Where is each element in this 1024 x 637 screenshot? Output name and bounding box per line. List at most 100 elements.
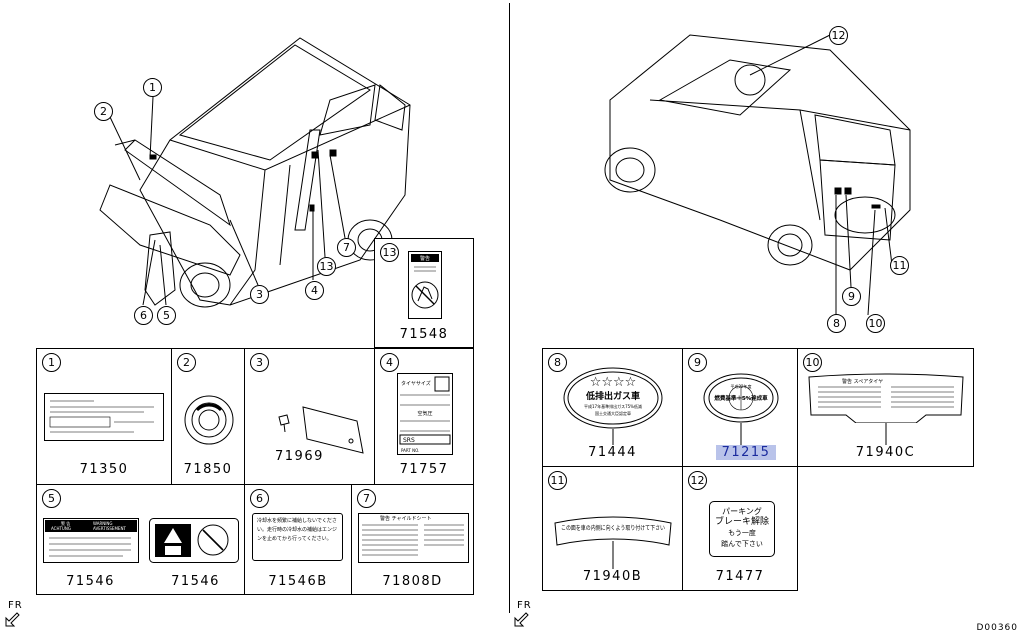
callout-8: 8 xyxy=(827,314,846,333)
callout-7: 7 xyxy=(337,238,356,257)
label-9-leader xyxy=(740,423,742,445)
center-divider xyxy=(509,3,510,613)
item-number: 3 xyxy=(250,353,269,372)
label-11-leader xyxy=(612,541,614,569)
vehicle-rear-illustration xyxy=(604,34,911,271)
label-8-line-1: 平成17年基準排出ガス75%低減 xyxy=(584,403,642,409)
orientation-label-right: FR xyxy=(517,600,532,611)
part-number-71546-a: 71546 xyxy=(66,574,115,589)
label-8-title: 低排出ガス車 xyxy=(585,390,640,402)
left-leader-lines xyxy=(109,96,346,306)
label-4-tire-size: タイヤサイズ xyxy=(401,380,431,387)
part-number-71940C: 71940C xyxy=(855,445,916,460)
callout-6: 6 xyxy=(134,306,153,325)
label-12-line-1: パーキング xyxy=(722,507,762,516)
part-cell-5: 5 警 告 WARNING ACHTUNG AVERTISSEMENT 7154… xyxy=(36,484,245,595)
label-71215-illustration: 平成22年度 燃費基準＋5%達成車 xyxy=(703,373,779,423)
label-71546B: 冷却水を頻繁に補給しないでください。走行時の冷却水の補給はエンジンを止めてから行… xyxy=(252,513,343,561)
part-cell-1: 1 71350 xyxy=(36,348,172,485)
label-13-illustration: 警告 xyxy=(408,251,442,319)
part-cell-3: 3 71969 xyxy=(244,348,375,485)
label-4-srs: SRS xyxy=(403,437,415,444)
label-71969-illustration xyxy=(278,406,364,454)
part-number-71546-b: 71546 xyxy=(171,574,220,589)
part-cell-13: 13 警告 71548 xyxy=(374,238,474,348)
part-cell-4: 4 タイヤサイズ 空気圧 SRS PART NO. 71757 xyxy=(374,348,474,485)
part-cell-12: 12 パーキング ブレーキ解除 もう一度 踏んで下さい 71477 xyxy=(682,466,798,591)
part-number-71808D: 71808D xyxy=(382,574,443,589)
item-number: 4 xyxy=(380,353,399,372)
callout-12: 12 xyxy=(829,26,848,45)
item-number: 6 xyxy=(250,489,269,508)
item-number: 7 xyxy=(357,489,376,508)
callout-11: 11 xyxy=(890,256,909,275)
callout-5: 5 xyxy=(157,306,176,325)
item-number: 13 xyxy=(380,243,399,262)
item-number: 8 xyxy=(548,353,567,372)
vehicle-front-illustration xyxy=(99,37,411,308)
part-cell-2: 2 71850 xyxy=(171,348,245,485)
callout-1: 1 xyxy=(143,78,162,97)
label-71350-illustration xyxy=(44,393,164,441)
part-number-71477: 71477 xyxy=(715,569,765,584)
callout-3: 3 xyxy=(250,285,269,304)
part-cell-6: 6 冷却水を頻繁に補給しないでください。走行時の冷却水の補給はエンジンを止めてか… xyxy=(244,484,352,595)
part-cell-8: 8 ☆☆☆☆ 低排出ガス車 平成17年基準排出ガス75%低減 国土交通大臣認定車… xyxy=(542,348,683,467)
label-12-line-2: ブレーキ解除 xyxy=(714,517,769,527)
label-8-stars: ☆☆☆☆ xyxy=(590,375,637,390)
label-71850-illustration xyxy=(184,395,234,445)
label-71940C-illustration: 警告 スペアタイヤ xyxy=(808,373,964,423)
item-number: 9 xyxy=(688,353,707,372)
label-10-leader xyxy=(885,423,887,445)
label-9-title: 燃費基準＋5%達成車 xyxy=(714,394,768,402)
label-71808D-illustration: 警告 チャイルドシート xyxy=(358,513,469,563)
callout-4: 4 xyxy=(305,281,324,300)
item-number: 1 xyxy=(42,353,61,372)
part-number-71969: 71969 xyxy=(275,449,324,464)
part-number-71444: 71444 xyxy=(588,445,637,460)
label-4-pressure: 空気圧 xyxy=(417,410,432,417)
part-number-71850: 71850 xyxy=(183,462,233,477)
part-number-71215-highlighted[interactable]: 71215 xyxy=(716,445,776,460)
item-number: 12 xyxy=(688,471,707,490)
label-71757-illustration: タイヤサイズ 空気圧 SRS PART NO. xyxy=(397,373,453,455)
callout-10: 10 xyxy=(866,314,885,333)
label-71444-illustration: ☆☆☆☆ 低排出ガス車 平成17年基準排出ガス75%低減 国土交通大臣認定車 xyxy=(563,367,663,429)
item-number: 10 xyxy=(803,353,822,372)
right-leader-lines xyxy=(749,34,893,316)
item-number: 11 xyxy=(548,471,567,490)
label-71546-icons-illustration xyxy=(149,518,239,563)
label-12-line-3: もう一度 xyxy=(728,529,756,537)
part-cell-10: 10 警告 スペアタイヤ 71940C xyxy=(797,348,974,467)
item-number: 5 xyxy=(42,489,61,508)
label-11-text: この面を車の内側に向くよう取り付けて下さい xyxy=(561,524,665,532)
label-12-line-4: 踏んで下さい xyxy=(721,540,763,548)
item-number: 2 xyxy=(177,353,196,372)
label-10-title: 警告 スペアタイヤ xyxy=(842,378,883,385)
callout-13: 13 xyxy=(317,257,336,276)
part-number-71940B: 71940B xyxy=(582,569,643,584)
label-8-leader xyxy=(612,429,614,445)
label-5-avertissement: AVERTISSEMENT xyxy=(93,526,126,531)
label-7-title: 警告 チャイルドシート xyxy=(380,515,432,522)
part-number-71350: 71350 xyxy=(79,462,129,477)
label-5-jp-warning: 警 告 xyxy=(61,520,70,526)
label-8-line-2: 国土交通大臣認定車 xyxy=(595,410,631,416)
part-cell-7: 7 警告 チャイルドシート 71808D xyxy=(351,484,474,595)
callout-9: 9 xyxy=(842,287,861,306)
label-71940B-illustration: この面を車の内側に向くよう取り付けて下さい xyxy=(554,516,672,546)
orientation-label-left: FR xyxy=(8,600,23,611)
part-cell-11: 11 この面を車の内側に向くよう取り付けて下さい 71940B xyxy=(542,466,683,591)
front-arrow-icon-left xyxy=(5,612,20,627)
document-id: D00360 xyxy=(976,623,1018,633)
label-71477: パーキング ブレーキ解除 もう一度 踏んで下さい xyxy=(709,501,775,557)
label-4-part-no: PART NO. xyxy=(401,448,419,453)
label-71546-warning-illustration: 警 告 WARNING ACHTUNG AVERTISSEMENT xyxy=(43,518,139,563)
callout-2: 2 xyxy=(94,102,113,121)
label-6-text: 冷却水を頻繁に補給しないでください。走行時の冷却水の補給はエンジンを止めてから行… xyxy=(257,518,338,542)
label-5-achtung: ACHTUNG xyxy=(51,526,71,531)
part-number-71548: 71548 xyxy=(399,327,449,342)
part-number-71757: 71757 xyxy=(399,462,449,477)
part-number-71546B: 71546B xyxy=(268,574,328,589)
